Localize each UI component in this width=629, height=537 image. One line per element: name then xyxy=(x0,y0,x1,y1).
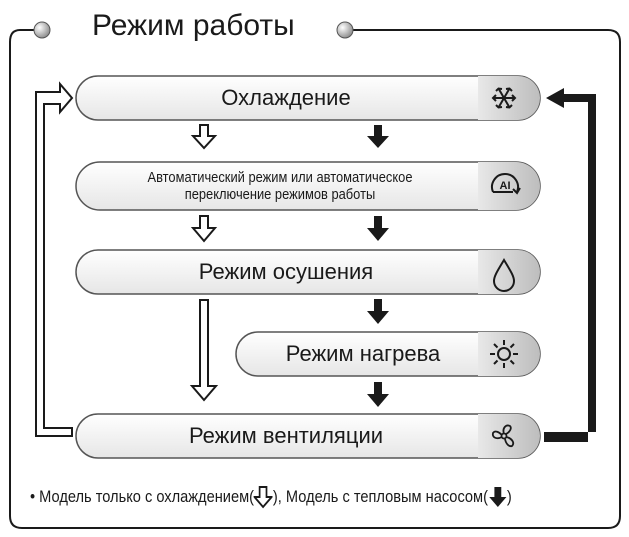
solid-arrow-down-3 xyxy=(367,299,389,324)
hollow-arrow-down-2 xyxy=(190,215,218,243)
water-drop-icon xyxy=(492,258,516,292)
hollow-arrow-down-1 xyxy=(190,124,218,150)
mode-pill-heat xyxy=(235,331,541,377)
mode-pill-dry xyxy=(75,249,541,295)
fan-icon xyxy=(491,424,515,448)
snowflake-icon xyxy=(491,87,517,109)
mode-label-auto: Автоматический режим или автоматическое … xyxy=(99,162,460,210)
solid-arrow-down-4 xyxy=(367,382,389,407)
mode-label-auto-line2: переключение режимов работы xyxy=(184,186,376,203)
solid-arrow-down-2 xyxy=(367,216,389,241)
mode-pill-fan xyxy=(75,413,541,459)
footnote-hollow-arrow xyxy=(254,486,273,509)
solid-loop-arrow xyxy=(544,88,596,442)
mode-label-auto-line1: Автоматический режим или автоматическое xyxy=(147,169,413,186)
mode-label-heat: Режим нагрева xyxy=(285,341,441,366)
footnote-solid-arrow xyxy=(488,487,507,507)
sun-icon xyxy=(490,340,518,368)
hollow-arrows xyxy=(35,81,219,437)
title-ball-right xyxy=(336,21,354,39)
mode-label-dry: Режим осушения xyxy=(198,259,374,284)
hollow-loop-arrow xyxy=(35,81,74,437)
mode-label-cooling: Охлаждение xyxy=(221,85,351,110)
hollow-arrow-down-long xyxy=(189,299,219,402)
mode-pill-cooling xyxy=(75,75,541,121)
solid-arrow-down-1 xyxy=(367,125,389,148)
footnote-text-2: ), Модель с тепловым насосом( xyxy=(272,487,488,506)
outer-frame xyxy=(9,29,621,529)
mode-pill-auto: AI xyxy=(75,161,541,211)
page-title: Режим работы xyxy=(88,6,299,46)
auto-ai-icon: AI xyxy=(491,173,521,195)
footnote-legend: • Модель только с охлаждением( ), Модель… xyxy=(30,482,512,512)
solid-arrows xyxy=(367,88,596,442)
mode-label-fan: Режим вентиляции xyxy=(188,423,384,448)
footnote-text-3: ) xyxy=(506,487,512,506)
auto-ai-icon-text: AI xyxy=(500,180,511,192)
footnote-text-1: • Модель только с охлаждением( xyxy=(30,487,255,506)
title-ball-left xyxy=(33,21,51,39)
